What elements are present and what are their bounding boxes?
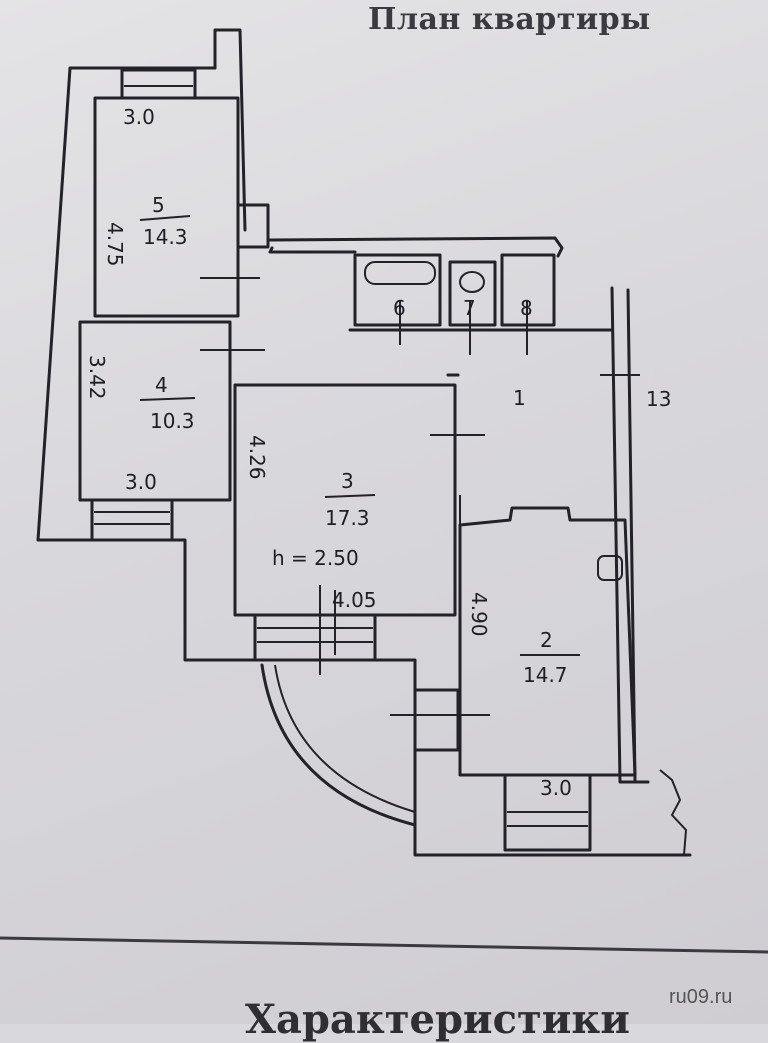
room-5-width: 3.0	[123, 105, 155, 129]
room-5	[93, 96, 240, 318]
fraction-line	[139, 215, 191, 221]
room-13-number: 13	[646, 387, 671, 411]
bathtub-icon	[364, 261, 436, 285]
hall-right-wall	[610, 286, 650, 784]
room-6-number: 6	[393, 296, 406, 320]
lower-outline	[258, 658, 692, 857]
fraction-line	[324, 494, 376, 498]
room-5-length: 4.75	[103, 222, 127, 267]
hall-right-wall-inner	[626, 288, 637, 782]
room-5-window	[120, 68, 197, 100]
page-title: План квартиры	[368, 2, 651, 37]
watermark: ru09.ru	[669, 986, 733, 1008]
room-4-number: 4	[155, 373, 168, 397]
room-1-number: 1	[513, 386, 526, 410]
room-4-width: 3.0	[125, 470, 157, 494]
room-3-area: 17.3	[325, 506, 370, 530]
balcony-door	[413, 688, 460, 752]
room-8-number: 8	[520, 296, 533, 320]
fraction-line	[139, 397, 196, 401]
corridor-inner-wall	[268, 246, 357, 254]
room-2-width: 3.0	[540, 776, 572, 800]
room-7-number: 7	[463, 296, 476, 320]
room-2-area: 14.7	[523, 663, 568, 687]
outer-wall-left	[36, 66, 262, 662]
room-2-number: 2	[540, 628, 553, 652]
room-3-height: h = 2.50	[272, 546, 359, 570]
room-2-window	[503, 773, 592, 852]
room-3-number: 3	[341, 469, 354, 493]
room-4-window	[90, 498, 174, 542]
vent-shaft	[236, 203, 270, 249]
room-3-window	[253, 613, 377, 662]
room-4-area: 10.3	[150, 409, 195, 433]
room-4-length: 3.42	[85, 355, 109, 400]
room-5-number: 5	[152, 193, 165, 217]
room-7-toilet	[448, 260, 497, 327]
room-3	[233, 383, 457, 617]
room-2-length: 4.90	[467, 592, 491, 637]
page-separator	[0, 936, 768, 954]
door-markers	[200, 258, 640, 716]
room-5-area: 14.3	[143, 225, 188, 249]
corridor-top-wall	[268, 236, 564, 258]
room-3-width: 4.05	[332, 588, 377, 612]
room-3-length: 4.26	[245, 435, 269, 480]
stove-icon	[597, 555, 623, 581]
outer-wall-top-left	[213, 28, 247, 232]
footer-heading: Характеристики	[245, 996, 630, 1043]
balcony-arc-inner	[274, 664, 416, 813]
wall-break	[659, 769, 688, 856]
toilet-icon	[459, 271, 485, 293]
room-6-bathroom	[353, 253, 442, 327]
balcony-arc	[260, 663, 417, 827]
